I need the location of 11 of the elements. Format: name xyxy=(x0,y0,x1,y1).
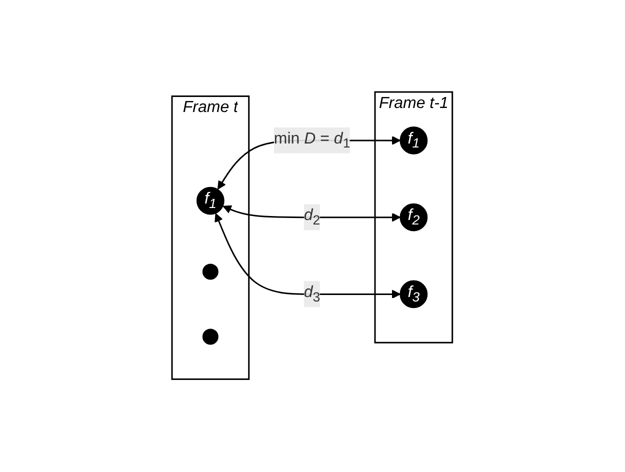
node-circle: f$_{1}$ xyxy=(196,187,225,216)
arrow xyxy=(214,214,401,299)
edge-label: d$_{2}$ xyxy=(304,208,321,228)
node-circle xyxy=(202,264,219,280)
node-circle: f$_{1}$ xyxy=(400,126,428,155)
node-circle xyxy=(202,329,219,346)
edge-label: min D = d$_{1}$ xyxy=(274,130,351,151)
arrow xyxy=(223,206,401,222)
node-circle: f$_{3}$ xyxy=(400,280,428,309)
node-circle: f$_{2}$ xyxy=(400,204,428,232)
edge-label: d$_{3}$ xyxy=(304,284,321,305)
